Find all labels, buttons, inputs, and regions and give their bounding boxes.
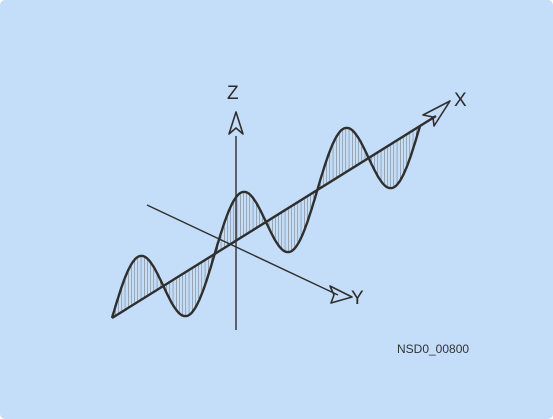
- z-axis-label: Z: [227, 84, 239, 103]
- z-axis-arrowhead: [229, 112, 243, 134]
- figure-code: NSD0_00800: [397, 342, 469, 356]
- y-axis-label: Y: [351, 289, 364, 308]
- x-axis-label: X: [454, 91, 467, 110]
- y-axis-arrowhead: [330, 286, 352, 303]
- x-axis-line: [112, 116, 436, 318]
